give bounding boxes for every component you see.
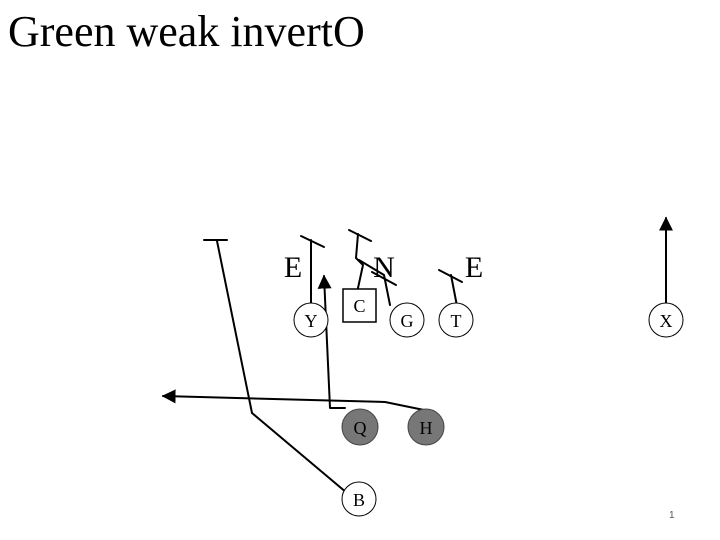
h-route [161,389,425,411]
center-box [342,288,377,323]
defensive-nose: N [373,251,395,284]
player-y-label: Y [305,311,318,331]
offense-group: C Y G T X Q H B [293,288,684,517]
routes-group [161,216,673,494]
player-h-label: H [420,418,433,438]
player-h-circle [407,408,445,446]
c-block-cap [348,229,372,242]
q-route [317,274,346,409]
player-x-label: X [660,311,673,331]
slide-number: 1 [669,510,675,521]
player-b-circle [341,481,377,517]
g-block [358,259,391,306]
player-t-circle [438,302,474,338]
player-x-circle [648,302,684,338]
defensive-end-right: E [465,251,483,284]
y-block-cap [300,235,325,248]
center-label: C [353,296,365,316]
player-q-circle [341,408,379,446]
player-y-circle [293,302,329,338]
player-b-label: B [353,490,365,510]
t-block [450,274,458,307]
player-q-label: Q [354,418,367,438]
b-route [216,240,348,494]
player-g-label: G [401,311,414,331]
c-block [355,233,364,289]
player-t-label: T [451,311,462,331]
slide-title: Green weak invertO [8,7,365,56]
t-block-cap [438,269,463,283]
defensive-end-left: E [284,251,302,284]
g-block-cap [371,271,397,286]
player-g-circle [389,302,425,338]
defense-group: E N E [284,251,483,284]
